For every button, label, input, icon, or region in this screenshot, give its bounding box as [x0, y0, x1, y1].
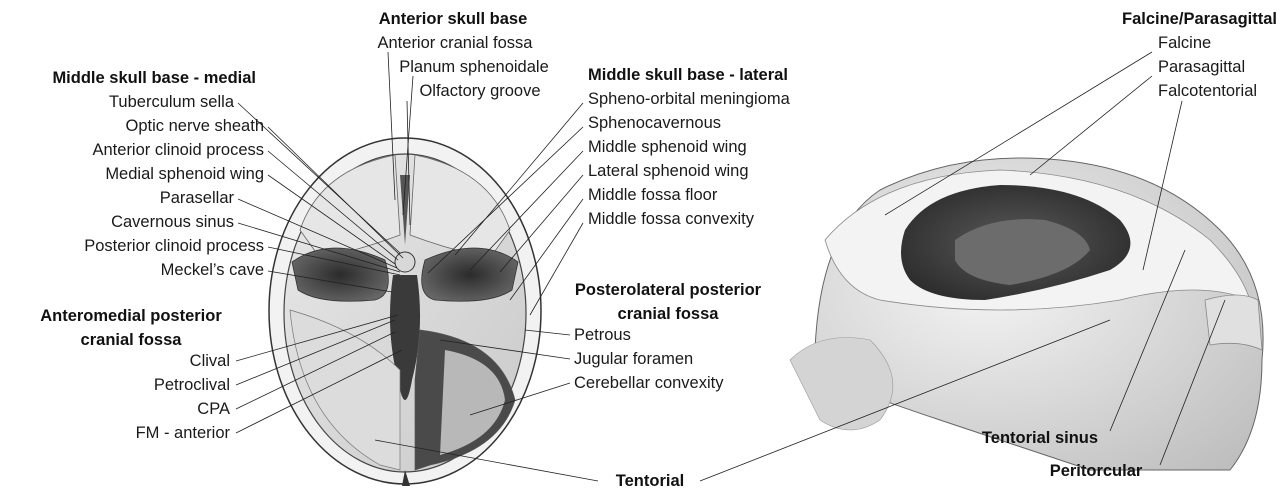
heading-middle-skull-base-medial: Middle skull base - medial — [52, 69, 256, 87]
heading-middle-skull-base-lateral: Middle skull base - lateral — [588, 66, 788, 84]
label-middle-fossa-convexity: Middle fossa convexity — [588, 210, 755, 228]
label-falcine: Falcine — [1158, 34, 1211, 52]
label-medial-sphenoid-wing: Medial sphenoid wing — [105, 165, 264, 183]
label-posterior-clinoid-process: Posterior clinoid process — [84, 237, 264, 255]
leader-parasagittal — [1030, 76, 1152, 175]
label-petrous: Petrous — [574, 326, 631, 344]
heading-tentorial-sinus: Tentorial sinus — [982, 429, 1098, 447]
label-spheno-orbital-meningioma: Spheno-orbital meningioma — [588, 90, 791, 108]
head-illustration — [790, 158, 1263, 470]
label-jugular-foramen: Jugular foramen — [574, 350, 693, 368]
label-cavernous-sinus: Cavernous sinus — [111, 213, 234, 231]
label-parasellar: Parasellar — [160, 189, 235, 207]
label-planum-sphenoidale: Planum sphenoidale — [399, 58, 549, 76]
label-optic-nerve-sheath: Optic nerve sheath — [126, 117, 265, 135]
heading-posterolateral-line1: Posterolateral posterior — [575, 281, 762, 299]
leader-middle-fossa-convexity — [530, 223, 583, 315]
middle-fossa-right — [422, 248, 518, 301]
label-clival: Clival — [190, 352, 230, 370]
heading-peritorcular: Peritorcular — [1050, 462, 1143, 480]
heading-anteromedial-line1: Anteromedial posterior — [40, 307, 222, 325]
label-meckels-cave: Meckel’s cave — [161, 261, 264, 279]
label-falcotentorial: Falcotentorial — [1158, 82, 1257, 100]
label-middle-fossa-floor: Middle fossa floor — [588, 186, 718, 204]
label-cpa: CPA — [197, 400, 230, 418]
label-olfactory-groove: Olfactory groove — [419, 82, 540, 100]
label-middle-sphenoid-wing: Middle sphenoid wing — [588, 138, 747, 156]
label-anterior-cranial-fossa: Anterior cranial fossa — [378, 34, 534, 52]
middle-fossa-left — [292, 248, 388, 301]
label-sphenocavernous: Sphenocavernous — [588, 114, 721, 132]
heading-anteromedial-line2: cranial fossa — [81, 331, 183, 349]
label-petroclival: Petroclival — [154, 376, 230, 394]
occipital-region — [1205, 295, 1262, 350]
label-lateral-sphenoid-wing: Lateral sphenoid wing — [588, 162, 749, 180]
label-fm-anterior: FM - anterior — [136, 424, 231, 442]
label-cerebellar-convexity: Cerebellar convexity — [574, 374, 724, 392]
heading-tentorial: Tentorial — [616, 472, 684, 490]
label-anterior-clinoid-process: Anterior clinoid process — [93, 141, 265, 159]
label-tuberculum-sella: Tuberculum sella — [109, 93, 235, 111]
heading-falcine-parasagittal: Falcine/Parasagittal — [1122, 10, 1277, 28]
sella-turcica — [395, 252, 415, 272]
heading-posterolateral-line2: cranial fossa — [618, 305, 720, 323]
label-parasagittal: Parasagittal — [1158, 58, 1245, 76]
heading-anterior-skull-base: Anterior skull base — [379, 10, 528, 28]
ear-region — [790, 338, 893, 431]
